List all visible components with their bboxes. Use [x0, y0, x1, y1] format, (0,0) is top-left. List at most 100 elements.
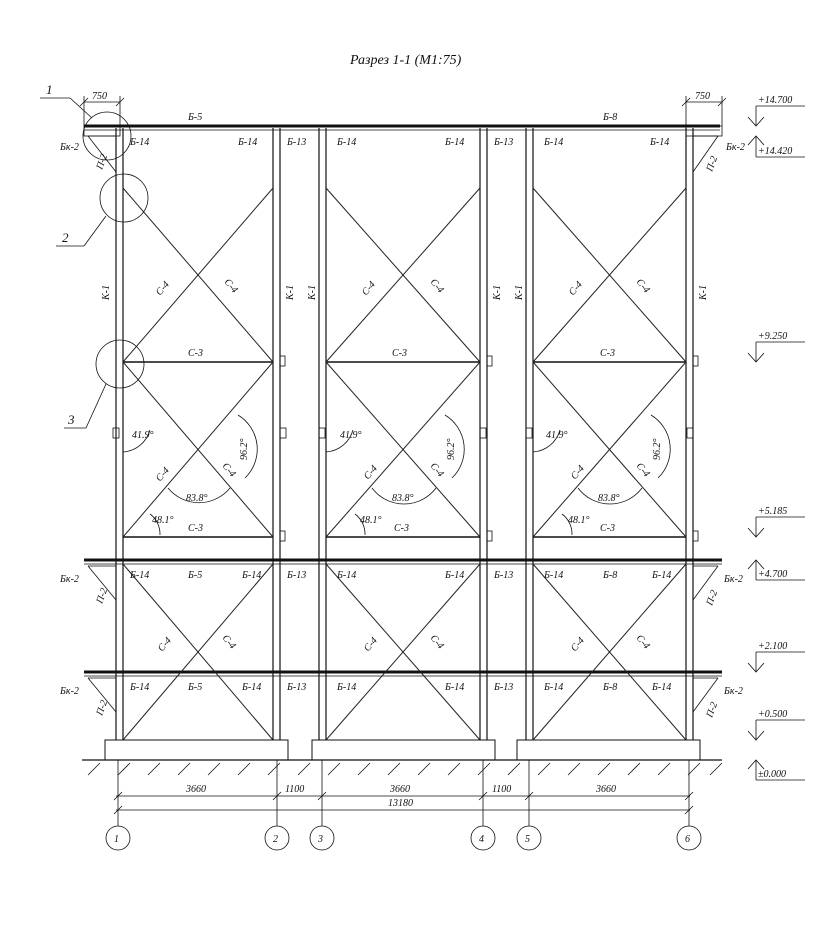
label-k1: К-1	[514, 285, 525, 301]
brackets-p2	[87, 135, 719, 713]
span-dim: 1100	[492, 784, 511, 795]
axis-bubble: 4	[470, 825, 496, 851]
elevation-label: +14.420	[758, 146, 792, 157]
label-b13: Б-13	[286, 137, 306, 148]
label-b14: Б-14	[336, 682, 356, 693]
label-b14: Б-14	[129, 682, 149, 693]
label-b13: Б-13	[493, 137, 513, 148]
elevation-marks: +14.700 +14.420 +9.250 +5.185 +4.700 +2.…	[747, 95, 805, 781]
foundations	[104, 739, 701, 761]
label-b13: Б-13	[286, 682, 306, 693]
axis-bubble: 3	[309, 825, 335, 851]
axis-bubble: 6	[676, 825, 702, 851]
label-b13: Б-13	[286, 570, 306, 581]
angle-label: 48.1°	[152, 515, 174, 526]
label-c4: С-4	[634, 277, 652, 296]
detail-callouts: 1 2 3	[40, 82, 149, 429]
axis-markers: 1 2 3 4 5 6	[105, 825, 702, 851]
ground-line	[82, 759, 723, 776]
angle-label: 48.1°	[568, 515, 590, 526]
elevation-label: ±0.000	[758, 769, 786, 780]
axis-label: 4	[479, 834, 484, 845]
angle-label: 83.8°	[598, 493, 620, 504]
label-c4: С-4	[428, 461, 446, 480]
label-b8: Б-8	[602, 682, 617, 693]
label-c4: С-4	[634, 461, 652, 480]
angle-label: 83.8°	[392, 493, 414, 504]
callout-number: 3	[67, 412, 75, 427]
member-labels: Б-5 Б-8 Б-14 Б-14 Б-13 Б-14 Б-14 Б-13 Б-…	[59, 112, 745, 720]
label-p2: П-2	[94, 587, 110, 606]
elevation-mark: +5.185	[747, 506, 805, 538]
label-c3: С-3	[188, 348, 203, 359]
label-c4: С-4	[154, 465, 172, 484]
label-b14: Б-14	[241, 682, 261, 693]
elevation-label: +0.500	[758, 709, 787, 720]
elevation-mark: +2.100	[747, 641, 805, 673]
label-b13: Б-13	[493, 570, 513, 581]
elevation-mark: +4.700	[747, 559, 805, 581]
drawing-title: Разрез 1-1 (М1:75)	[349, 53, 462, 68]
label-b14: Б-14	[129, 570, 149, 581]
span-dim: 3660	[389, 784, 410, 795]
angle-label: 83.8°	[186, 493, 208, 504]
label-k1: К-1	[698, 285, 709, 301]
label-bk2: Бк-2	[59, 686, 79, 697]
label-bk2: Бк-2	[59, 142, 79, 153]
elevation-label: +2.100	[758, 641, 787, 652]
callout-number: 2	[62, 230, 69, 245]
label-bk2: Бк-2	[723, 574, 743, 585]
axis-label: 2	[273, 834, 278, 845]
elevation-label: +4.700	[758, 569, 787, 580]
axis-bubble: 2	[264, 825, 290, 851]
label-b5-top: Б-5	[187, 112, 202, 123]
callout: 2	[56, 173, 149, 247]
label-bk2: Бк-2	[725, 142, 745, 153]
label-b14: Б-14	[651, 570, 671, 581]
label-k1: К-1	[285, 285, 296, 301]
braces-c4	[122, 187, 687, 741]
elevation-mark: ±0.000	[747, 759, 805, 781]
label-k1: К-1	[307, 285, 318, 301]
angle-label: 41.9°	[132, 430, 154, 441]
label-c4: С-4	[362, 635, 380, 654]
label-bk2: Бк-2	[723, 686, 743, 697]
span-dim: 3660	[595, 784, 616, 795]
label-c4: С-4	[634, 633, 652, 652]
label-c4: С-4	[360, 279, 378, 298]
level-beams	[84, 558, 722, 677]
label-b8-top: Б-8	[602, 112, 617, 123]
elevation-mark: +14.420	[747, 135, 805, 158]
label-c4: С-4	[569, 635, 587, 654]
top-dim-right: 750	[695, 91, 710, 102]
axis-bubble: 5	[516, 825, 542, 851]
elevation-mark: +0.500	[747, 709, 805, 741]
label-k1: К-1	[101, 285, 112, 301]
label-b14: Б-14	[241, 570, 261, 581]
label-p2: П-2	[94, 153, 110, 172]
label-c4: С-4	[222, 277, 240, 296]
angle-label: 96.2°	[239, 439, 250, 461]
label-b14: Б-14	[444, 682, 464, 693]
label-c4: С-4	[220, 461, 238, 480]
callout: 1	[40, 82, 132, 161]
label-p2: П-2	[704, 589, 720, 608]
axis-label: 5	[525, 834, 530, 845]
axis-label: 3	[317, 834, 323, 845]
elevation-label: +14.700	[758, 95, 792, 106]
label-c3: С-3	[600, 348, 615, 359]
span-dim: 1100	[285, 784, 304, 795]
label-c4: С-4	[567, 279, 585, 298]
label-b14: Б-14	[543, 570, 563, 581]
label-c3: С-3	[392, 348, 407, 359]
angle-label: 48.1°	[360, 515, 382, 526]
label-c4: С-4	[220, 633, 238, 652]
elevation-mark: +14.700	[747, 95, 805, 127]
label-b14: Б-14	[444, 137, 464, 148]
label-p2: П-2	[94, 699, 110, 718]
axis-bubble: 1	[105, 825, 131, 851]
axis-label: 6	[685, 834, 690, 845]
callout: 3	[64, 339, 145, 429]
axis-label: 1	[114, 834, 119, 845]
label-c4: С-4	[428, 277, 446, 296]
